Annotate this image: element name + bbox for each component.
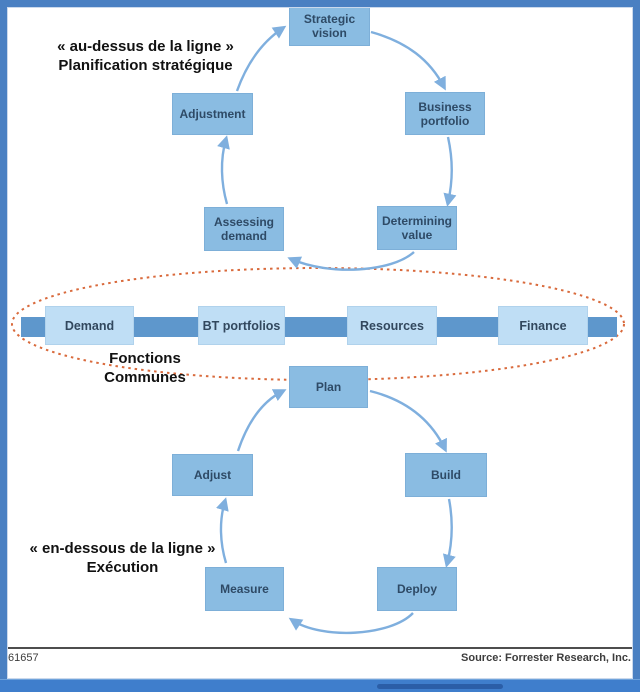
node-determining-value: Determining value [377,206,457,250]
node-label: Adjustment [179,107,246,121]
band-item-label: Demand [64,318,115,333]
band-item-finance: Finance [498,306,588,345]
arrow-plan-to-build [369,389,447,453]
footer-divider [7,647,633,649]
source-credit: Source: Forrester Research, Inc. [461,652,631,664]
shared-band-bar [21,317,617,337]
arrow-deploy-to-measure [288,612,414,635]
node-plan: Plan [289,366,368,408]
node-label: Adjust [193,468,232,482]
figure-number: 61657 [8,652,39,664]
label-below-the-line-quote: « en-dessous de la ligne » [29,540,216,557]
arrow-determining-value-to-assessing-demand [287,251,415,271]
arrow-adjustment-to-strategic-vision [235,25,287,92]
band-item-label: Finance [519,318,567,333]
horizontal-scrollbar[interactable] [0,679,640,692]
label-below-the-line: « en-dessous de la ligne » Exécution [10,539,235,577]
node-label: Determining value [381,214,452,242]
band-item-label: BT portfolios [202,318,281,333]
node-label: Deploy [396,582,437,596]
band-item-resources: Resources [347,306,437,345]
arrow-build-to-deploy [442,498,456,568]
band-item-bt-portfolios: BT portfolios [198,306,285,345]
arrow-assessing-demand-to-adjustment [217,135,230,205]
band-item-label: Resources [360,318,424,333]
label-strategic-planning: Planification stratégique [58,57,233,74]
arrow-adjust-to-plan [236,389,287,452]
label-above-the-line: « au-dessus de la ligne » Planification … [28,37,263,75]
node-business-portfolio: Business portfolio [405,92,485,135]
label-common-functions-line2: Communes [104,369,186,386]
node-label: Plan [315,380,342,394]
node-build: Build [405,453,487,497]
node-label: Strategic vision [303,12,356,40]
scrollbar-thumb[interactable] [377,684,503,689]
label-common-functions-line1: Fonctions [109,350,181,367]
node-label: Measure [220,582,269,596]
label-common-functions: Fonctions Communes [60,349,230,387]
label-execution: Exécution [86,559,159,576]
arrow-business-portfolio-to-determining-value [443,136,457,207]
label-above-the-line-quote: « au-dessus de la ligne » [57,38,234,55]
band-item-demand: Demand [45,306,134,345]
node-label: Assessing demand [213,215,275,243]
node-deploy: Deploy [377,567,457,611]
node-adjustment: Adjustment [172,93,253,135]
arrow-measure-to-adjust [216,497,229,564]
arrow-strategic-vision-to-business-portfolio [370,30,446,91]
node-adjust: Adjust [172,454,253,496]
node-assessing-demand: Assessing demand [204,207,284,251]
node-strategic-vision: Strategic vision [289,6,370,46]
node-label: Build [431,468,461,482]
node-measure: Measure [205,567,284,611]
node-label: Business portfolio [418,99,472,128]
